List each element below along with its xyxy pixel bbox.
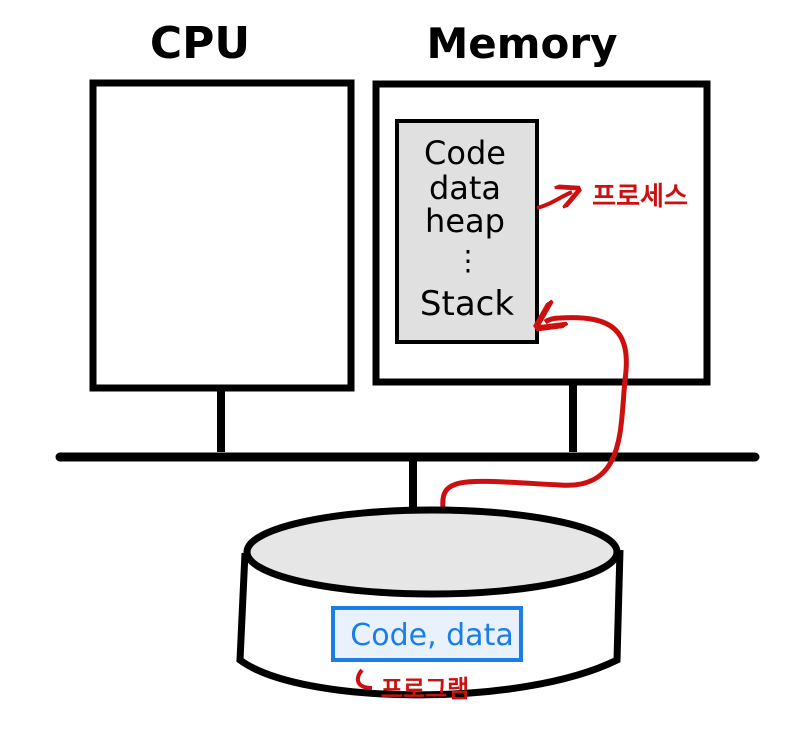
segment-code: Code <box>424 134 506 172</box>
process-memory-block <box>395 119 539 344</box>
program-hook <box>355 668 373 690</box>
program-label: 프로그램 <box>381 675 469 703</box>
segment-ellipsis: ⋮ <box>454 244 482 277</box>
memory-title: Memory <box>427 19 618 68</box>
process-label: 프로세스 <box>592 182 688 212</box>
disk-content-box <box>331 606 523 662</box>
disk-top <box>243 506 621 598</box>
cpu-title: CPU <box>150 18 250 69</box>
disk-content-label: Code, data <box>350 618 513 653</box>
cpu-box <box>89 79 355 392</box>
segment-stack: Stack <box>420 284 514 324</box>
process-arrow <box>536 192 572 210</box>
segment-data: data <box>429 169 501 207</box>
load-arrow <box>440 318 629 509</box>
segment-heap: heap <box>425 202 505 240</box>
